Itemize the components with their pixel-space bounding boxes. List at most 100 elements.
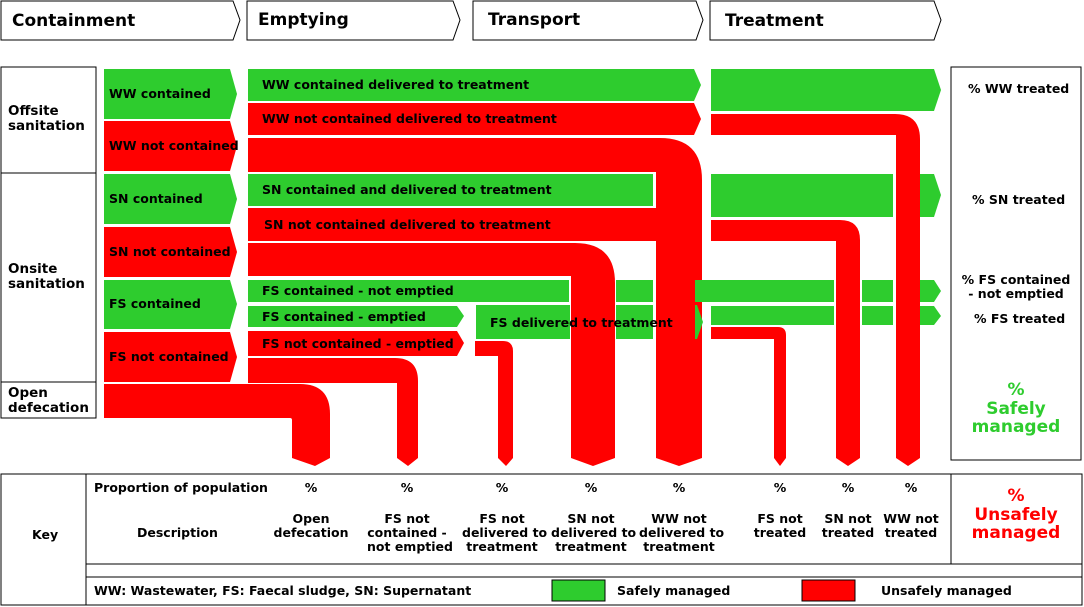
key-percent-8: % <box>904 480 918 495</box>
abbreviations-text: WW: Wastewater, FS: Faecal sludge, SN: S… <box>94 583 472 598</box>
safely-managed-total: % Safely managed <box>971 380 1061 438</box>
fs-cne-bar-3 <box>695 280 834 302</box>
stage-transport: Transport <box>488 10 581 30</box>
ww-not-contained-block <box>104 121 237 171</box>
fs-delivered-bar-2 <box>616 305 653 339</box>
fs-contained-label: FS contained <box>109 296 201 311</box>
fs-not-treated-flow <box>711 327 786 466</box>
fs-contained-not-emptied-label: FS contained - not emptied <box>262 283 454 298</box>
fs-treatment-bar-2 <box>862 306 893 325</box>
key-desc-ww-not-treated: WW not treated <box>883 511 939 540</box>
ww-contained-block <box>104 69 237 119</box>
safe-legend-label: Safely managed <box>617 583 731 598</box>
sn-not-contained-delivered-bar <box>248 208 701 241</box>
sn-not-contained-label: SN not contained <box>109 244 231 259</box>
stage-arrow-containment <box>0 0 241 41</box>
onsite-label: Onsite sanitation <box>8 261 85 292</box>
fs-contained-emptied-label: FS contained - emptied <box>262 309 426 324</box>
fs-contained-emptied-bar <box>248 306 464 327</box>
sn-contained-delivered-bar <box>248 174 653 206</box>
sn-contained-label: SN contained <box>109 191 203 206</box>
fs-cne-bar-2 <box>616 280 653 302</box>
ww-contained-delivered-label: WW contained delivered to treatment <box>262 77 530 92</box>
key-proportion-label: Proportion of population <box>94 480 268 495</box>
unsafe-down-flows <box>104 114 920 466</box>
key-desc-sn-not-delivered: SN not delivered to treatment <box>551 511 637 554</box>
sn-treated-label: % SN treated <box>972 192 1066 207</box>
fs-not-contained-emptied-bar <box>248 331 464 356</box>
key-description-label: Description <box>137 525 218 540</box>
key-desc-ww-not-delivered: WW not delivered to treatment <box>639 511 725 554</box>
key-title: Key <box>32 527 59 542</box>
fs-contained-not-emptied-outcome: % FS contained - not emptied <box>961 272 1071 301</box>
key-percent-1: % <box>304 480 318 495</box>
key-percent-4: % <box>584 480 598 495</box>
fs-not-delivered-flow <box>475 341 513 466</box>
sn-contained-delivered-label: SN contained and delivered to treatment <box>262 182 552 197</box>
fs-not-contained-label: FS not contained <box>109 349 229 364</box>
fs-not-contained-block <box>104 332 237 382</box>
fs-cne-tip <box>920 280 941 302</box>
sn-treatment-bar <box>711 174 893 217</box>
unsafe-legend-label: Unsafely managed <box>881 583 1012 598</box>
offsite-box <box>0 66 97 174</box>
ww-not-treated-flow <box>711 114 920 466</box>
stage-treatment: Treatment <box>725 11 824 31</box>
fs-treated-label: % FS treated <box>974 311 1066 326</box>
ww-treatment-bar <box>711 69 941 111</box>
key-desc-open-defecation: Open defecation <box>273 511 349 540</box>
fs-delivered-label: FS delivered to treatment <box>490 315 673 330</box>
outcome-box <box>950 66 1082 461</box>
sn-not-delivered-flow <box>248 243 615 466</box>
key-percent-6: % <box>773 480 787 495</box>
stage-emptying: Emptying <box>258 10 349 30</box>
fs-not-contained-emptied-label: FS not contained - emptied <box>262 336 454 351</box>
key-desc-fs-not-contained: FS not contained - not emptied <box>367 511 453 554</box>
fs-contained-not-emptied-bar <box>248 280 569 302</box>
containment-blocks <box>104 69 237 382</box>
fs-not-contained-not-emptied-flow <box>248 358 418 466</box>
ww-contained-delivered-bar <box>248 69 701 101</box>
ww-not-contained-label: WW not contained <box>109 138 239 153</box>
stage-headers <box>0 0 942 41</box>
key-section <box>0 473 1083 606</box>
ww-not-contained-delivered-bar <box>248 103 701 135</box>
open-box <box>0 381 97 419</box>
sn-not-contained-delivered-label: SN not contained delivered to treatment <box>264 217 551 232</box>
stage-containment: Containment <box>12 11 136 31</box>
group-boxes <box>0 66 1082 461</box>
key-desc-sn-not-treated: SN not treated <box>821 511 875 540</box>
ww-contained-label: WW contained <box>109 86 211 101</box>
open-defecation-flow <box>104 384 330 466</box>
key-percent-2: % <box>400 480 414 495</box>
key-desc-fs-not-treated: FS not treated <box>753 511 807 540</box>
offsite-label: Offsite sanitation <box>8 103 85 134</box>
unsafely-managed-total: % Unsafely managed <box>971 486 1061 544</box>
fs-delivered-tip <box>695 305 703 339</box>
abbreviations-box <box>85 576 1083 606</box>
sn-not-treated-flow <box>711 220 860 466</box>
fs-cne-bar-4 <box>862 280 893 302</box>
stage-arrow-transport <box>472 0 704 41</box>
safe-legend-swatch <box>551 579 606 602</box>
stage-arrow-treatment <box>709 0 942 41</box>
key-percent-5: % <box>672 480 686 495</box>
sn-contained-block <box>104 174 237 224</box>
fs-treatment-bar <box>711 306 834 325</box>
ww-not-delivered-flow <box>248 138 702 466</box>
ww-not-contained-delivered-label: WW not contained delivered to treatment <box>262 111 557 126</box>
open-defecation-label: Open defecation <box>8 385 89 416</box>
key-percent-7: % <box>841 480 855 495</box>
horizontal-flows <box>248 69 941 356</box>
sn-treatment-tip <box>920 174 941 217</box>
key-desc-fs-not-delivered: FS not delivered to treatment <box>462 511 548 554</box>
fs-contained-block <box>104 280 237 329</box>
fs-delivered-bar <box>476 305 570 339</box>
unsafe-legend-swatch <box>801 579 856 602</box>
key-percent-3: % <box>495 480 509 495</box>
sn-not-contained-block <box>104 227 237 277</box>
fs-treatment-tip <box>920 306 941 325</box>
stage-arrow-emptying <box>246 0 461 41</box>
onsite-box <box>0 172 97 383</box>
ww-treated-label: % WW treated <box>968 81 1070 96</box>
